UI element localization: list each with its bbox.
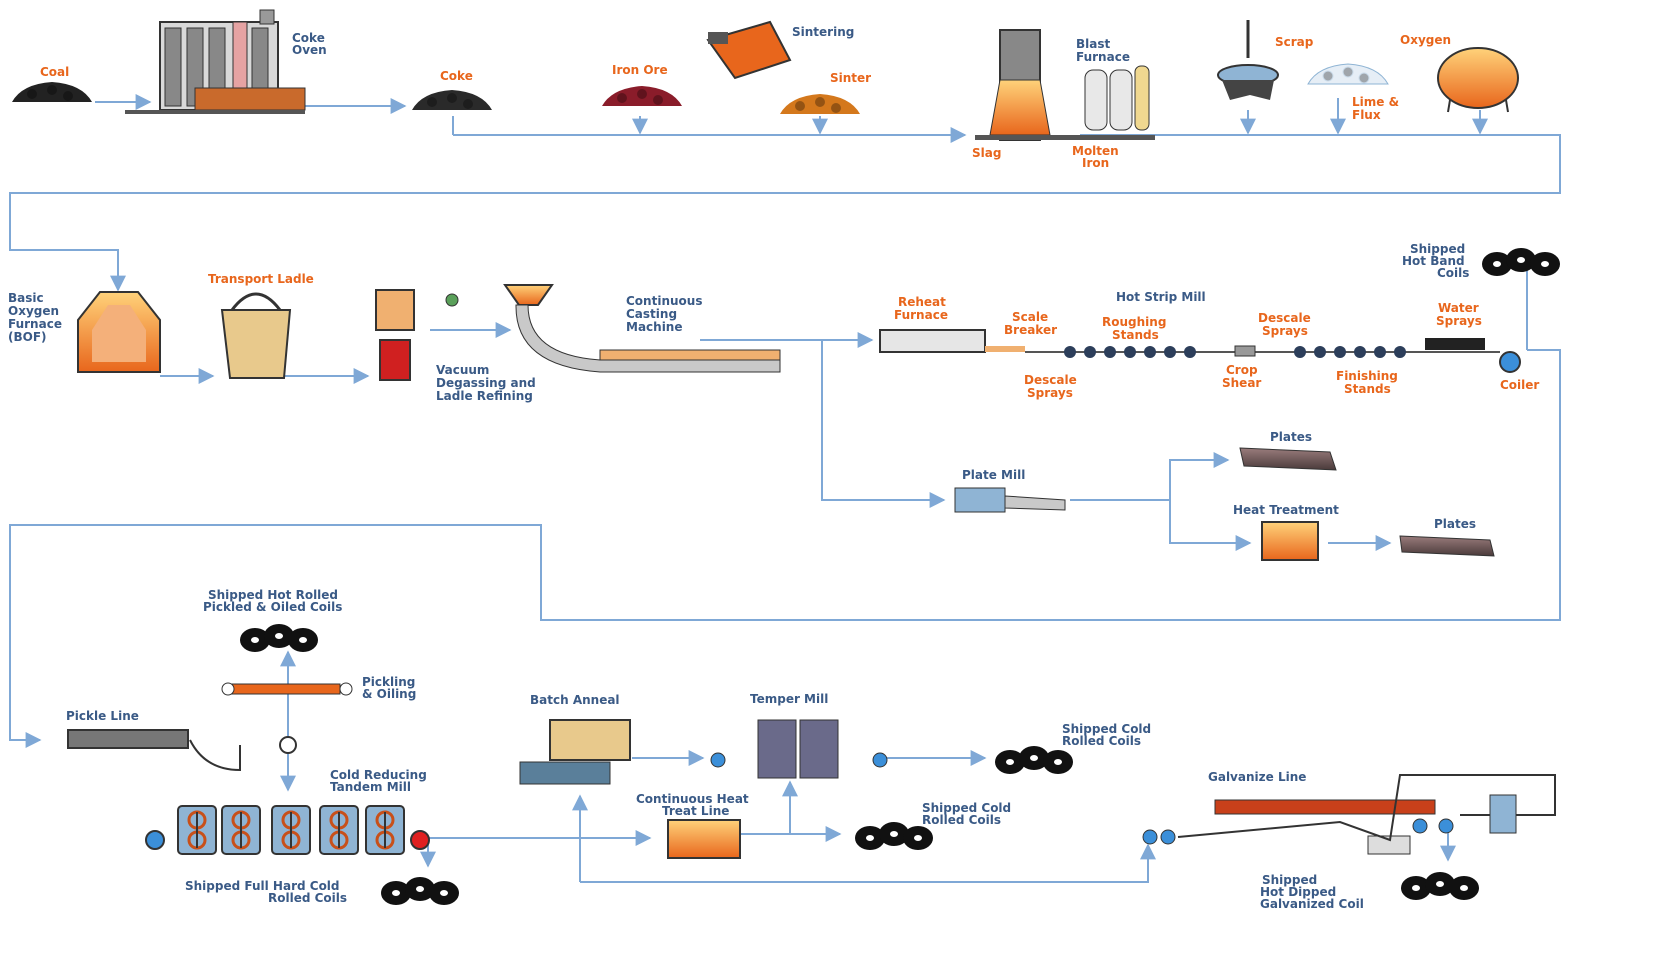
reheat-furnace <box>879 329 1025 353</box>
bof-vessel <box>77 291 161 373</box>
temper-mill <box>710 719 888 779</box>
plates-stack-1 <box>1239 447 1337 471</box>
full-hard-coils <box>381 877 459 905</box>
vacuum-degasser <box>375 289 459 381</box>
coke-oven-illustration <box>125 9 306 114</box>
label-coke: Coke <box>440 69 473 83</box>
label-hot-strip-mill: Hot Strip Mill <box>1116 290 1206 304</box>
continuous-heat-treat-furnace <box>667 819 741 859</box>
label-pickling-oiling: Pickling& Oiling <box>362 675 416 701</box>
continuous-caster <box>503 284 781 373</box>
lime-flux-pile <box>1307 63 1389 85</box>
label-oxygen: Oxygen <box>1400 33 1451 47</box>
label-plate-mill: Plate Mill <box>962 468 1025 482</box>
plate-mill <box>954 487 1066 513</box>
galvanize-line <box>1142 774 1556 855</box>
plates-stack-2 <box>1399 535 1495 557</box>
pickle-line <box>67 729 297 772</box>
hot-rolled-pickled-coils <box>240 624 318 652</box>
label-galvanize-line: Galvanize Line <box>1208 770 1306 784</box>
label-batch-anneal: Batch Anneal <box>530 693 620 707</box>
cold-reducing-tandem-mill <box>145 804 430 856</box>
label-pickle-line: Pickle Line <box>66 709 139 723</box>
heat-treatment-furnace <box>1261 521 1319 561</box>
sintering-machine <box>706 20 792 80</box>
hot-band-coils <box>1482 248 1560 276</box>
pickling-oiling-unit <box>221 682 353 696</box>
batch-anneal-furnace <box>519 719 631 785</box>
label-plates-2: Plates <box>1434 517 1476 531</box>
label-temper-mill: Temper Mill <box>750 692 828 706</box>
label-transport-ladle: Transport Ladle <box>208 272 314 286</box>
blast-furnace-illustration <box>975 29 1155 141</box>
flow-lines <box>9 94 1561 883</box>
scrap-magnet <box>1217 20 1279 100</box>
label-sinter: Sinter <box>830 71 871 85</box>
sinter-pile <box>780 94 860 114</box>
hot-strip-mill-line <box>1025 338 1521 373</box>
label-slag: Slag <box>972 146 1001 160</box>
label-iron-ore: Iron Ore <box>612 63 668 77</box>
label-coal: Coal <box>40 65 69 79</box>
shipped-cold-coils-1 <box>995 746 1073 774</box>
iron-ore-pile <box>602 86 682 106</box>
oxygen-tank <box>1437 47 1519 113</box>
coal-pile <box>12 82 92 102</box>
transport-ladle <box>220 292 292 379</box>
label-lime-flux: Lime &Flux <box>1352 95 1399 122</box>
label-scrap: Scrap <box>1275 35 1314 49</box>
coke-pile <box>412 90 492 110</box>
label-plates-1: Plates <box>1270 430 1312 444</box>
label-coiler: Coiler <box>1500 378 1539 392</box>
label-sintering: Sintering <box>792 25 854 39</box>
galvanized-coils <box>1401 872 1479 900</box>
label-heat-treatment: Heat Treatment <box>1233 503 1339 517</box>
